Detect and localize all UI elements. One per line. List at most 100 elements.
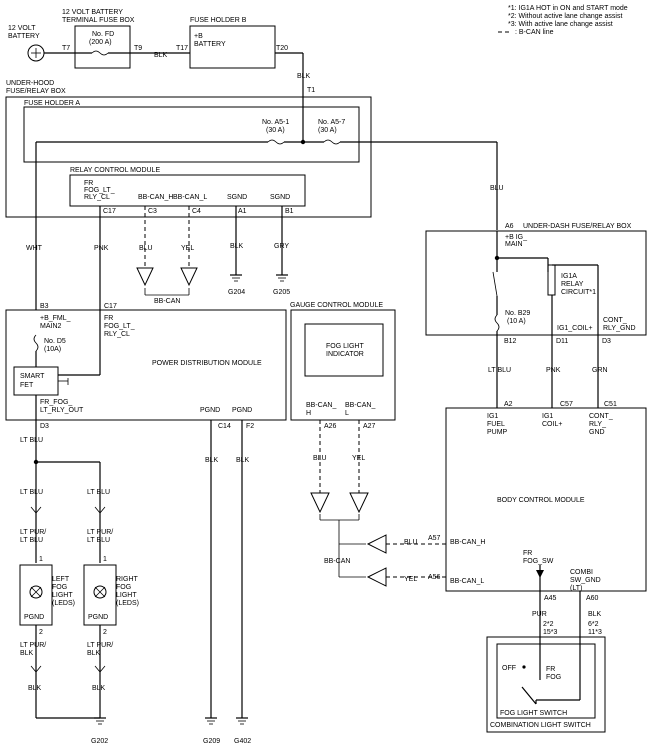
rcm-c4: C4 xyxy=(192,208,201,215)
terminal-fuse-box: 12 VOLT BATTERY TERMINAL FUSE BOX No. FD… xyxy=(62,9,190,69)
rcm-sgnd-2: SGND xyxy=(270,194,290,201)
rcm-a1: A1 xyxy=(238,208,247,215)
pdm-b3: B3 xyxy=(40,303,49,310)
can-arrow-h-gcm xyxy=(310,492,330,514)
tfb-title-2: TERMINAL FUSE BOX xyxy=(62,17,135,24)
wire-blk-rcm: BLK xyxy=(230,243,244,250)
fuse-holder-a-title: FUSE HOLDER A xyxy=(24,100,80,107)
terminal-t1: T1 xyxy=(307,87,315,94)
left-light-1: LEFT xyxy=(52,576,70,583)
ud-relay-3: CIRCUIT*1 xyxy=(561,289,596,296)
ud-relay-2: RELAY xyxy=(561,281,584,288)
sw-off: OFF xyxy=(502,665,516,672)
wire-blk-sw: BLK xyxy=(588,611,602,618)
can-arrow-l-top xyxy=(180,267,198,287)
pdm-out-2: LT_RLY_OUT xyxy=(40,407,84,414)
wire-yel-can: YEL xyxy=(404,576,417,583)
rcm-bbcan-h: BB-CAN_H xyxy=(138,194,173,201)
ud-bigmain-2: MAIN xyxy=(505,241,523,248)
right-light-1: RIGHT xyxy=(116,576,139,583)
bcm-p3-2: RLY_ xyxy=(589,421,606,428)
bcm-a45: A45 xyxy=(544,595,557,602)
underhood-title-1: UNDER-HOOD xyxy=(6,80,54,87)
wire-lt-blu-ud: LT BLU xyxy=(488,367,511,374)
gcm-ind-1: FOG LIGHT xyxy=(326,343,364,350)
rcm-bbcan-l: BB-CAN_L xyxy=(173,194,207,201)
left-fog-light-icon xyxy=(29,585,43,599)
fhb-t20: T20 xyxy=(276,45,288,52)
wire-ltpurblk-left-2: BLK xyxy=(20,650,34,657)
fog-lights: LT BLU LT BLU LT BLU LT PUR/ LT BLU LT P… xyxy=(19,420,139,745)
sw-inner-label: FOG LIGHT SWITCH xyxy=(500,710,567,717)
underhood-fuse-relay-box: UNDER-HOOD FUSE/RELAY BOX FUSE HOLDER A … xyxy=(5,80,497,310)
bcm-a56: A56 xyxy=(428,574,441,581)
rcm-fr-2: FOG_LT_ xyxy=(84,187,115,194)
bcm-p1-1: IG1 xyxy=(487,413,498,420)
relay-control-module: RELAY CONTROL MODULE FR FOG_LT_ RLY_CL B… xyxy=(26,167,306,310)
wire-lt-blu-pdm: LT BLU xyxy=(20,437,43,444)
tfb-title-1: 12 VOLT BATTERY xyxy=(62,9,123,16)
fuse-fd-label-1: No. FD xyxy=(92,31,114,38)
rcm-fr-1: FR xyxy=(84,180,93,187)
left-light-3: LIGHT xyxy=(52,592,73,599)
left-pin-2: 2 xyxy=(39,629,43,636)
wire-blk-c14: BLK xyxy=(205,457,219,464)
note-2: *2: Without active lane change assist xyxy=(508,13,622,20)
left-pgnd: PGND xyxy=(24,614,44,621)
bcm-combi-2: SW_GND xyxy=(570,577,601,584)
bcm-a60: A60 xyxy=(586,595,599,602)
pdm-fuse-2: (10A) xyxy=(44,346,61,353)
ud-a6: A6 xyxy=(505,223,514,230)
right-light-3: LIGHT xyxy=(116,592,137,599)
notes: *1: IG1A HOT in ON and START mode *2: Wi… xyxy=(498,5,628,36)
wire-lt-blu-right: LT BLU xyxy=(87,489,110,496)
fog-light-indicator xyxy=(304,323,384,377)
ud-d11: D11 xyxy=(556,338,568,345)
underhood-title-2: FUSE/RELAY BOX xyxy=(6,88,66,95)
wire-ltpur-right-2: LT BLU xyxy=(87,537,110,544)
pdm-d3: D3 xyxy=(40,423,49,430)
ground-g202: G202 xyxy=(91,738,108,745)
sw-pin-b-1: 6*2 xyxy=(588,621,599,628)
gcm-a26: A26 xyxy=(324,423,337,430)
note-4: : B-CAN line xyxy=(515,29,554,36)
pdm-bfml-1: +B_FML_ xyxy=(40,315,71,322)
smart-fet xyxy=(13,366,59,396)
ud-title: UNDER-DASH FUSE/RELAY BOX xyxy=(523,223,632,230)
pdm-fr-1: FR xyxy=(104,315,113,322)
bcm-title: BODY CONTROL MODULE xyxy=(497,497,585,504)
ig1a-relay-coil xyxy=(547,264,556,296)
bcm-fog-2: FOG_SW xyxy=(523,558,554,565)
pdm-fet-1: SMART xyxy=(20,373,45,380)
battery: 12 VOLT BATTERY xyxy=(8,25,75,62)
wire-yel-gcm: YEL xyxy=(352,455,365,462)
ground-g205: G205 xyxy=(273,289,290,296)
left-pin-1: 1 xyxy=(39,556,43,563)
bcm-a2: A2 xyxy=(504,401,513,408)
ig1a-relay-switch xyxy=(492,271,498,297)
bcm-p1-2: FUEL xyxy=(487,421,505,428)
pdm-c14: C14 xyxy=(218,423,231,430)
bcm-p1-3: PUMP xyxy=(487,429,508,436)
wire-pur-sw: PUR xyxy=(532,611,547,618)
fuse-holder-b: FUSE HOLDER B +B BATTERY T17 T20 BLK T1 xyxy=(176,17,315,97)
can-arrow-l-gcm xyxy=(349,492,369,514)
bbcan-label-bottom: BB-CAN xyxy=(324,558,350,565)
wire-grn-ud: GRN xyxy=(592,367,608,374)
tfb-t7: T7 xyxy=(62,45,70,52)
can-arrow-h-bcm xyxy=(366,534,387,554)
ud-bigmain-1: +B IG_ xyxy=(505,234,527,241)
pdm-bfml-2: MAIN2 xyxy=(40,323,62,330)
gcm-h-2: H xyxy=(306,410,311,417)
pdm-f2: F2 xyxy=(246,423,254,430)
fuse-a5-1-label-1: No. A5-1 xyxy=(262,119,289,126)
ud-relay-1: IG1A xyxy=(561,273,577,280)
right-light-4: (LEDS) xyxy=(116,600,139,607)
wire-blu-can: BLU xyxy=(404,539,418,546)
fog-switch-contact xyxy=(521,686,537,705)
pdm-out-1: FR_FOG_ xyxy=(40,399,72,406)
right-pgnd: PGND xyxy=(88,614,108,621)
bcm-canl: BB-CAN_L xyxy=(450,578,484,585)
sw-pin-a-2: 15*3 xyxy=(543,629,558,636)
